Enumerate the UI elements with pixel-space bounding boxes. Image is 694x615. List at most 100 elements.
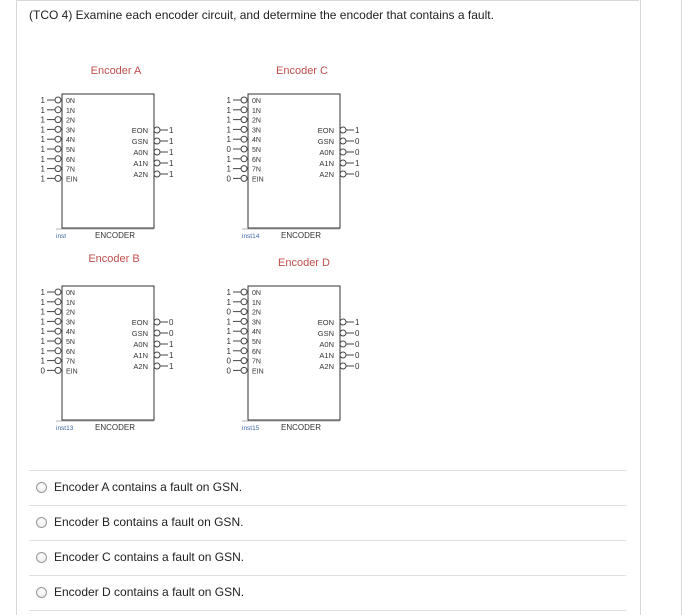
inversion-bubble <box>54 327 62 335</box>
inversion-bubble <box>240 96 248 104</box>
option-a[interactable]: Encoder A contains a fault on GSN. <box>29 470 626 505</box>
input-value: 1 <box>227 106 232 115</box>
inversion-bubble <box>54 357 62 365</box>
encoder-box <box>61 285 155 421</box>
inversion-bubble <box>240 317 248 325</box>
input-value: 1 <box>227 165 232 174</box>
input-value: 1 <box>227 116 232 125</box>
inversion-bubble <box>54 155 62 163</box>
input-value: 1 <box>41 96 46 105</box>
inversion-bubble <box>153 362 161 370</box>
radio-button[interactable] <box>36 482 47 493</box>
input-value: 1 <box>41 145 46 154</box>
option-d[interactable]: Encoder D contains a fault on GSN. <box>29 575 626 611</box>
radio-button[interactable] <box>36 517 47 528</box>
inversion-bubble <box>240 174 248 182</box>
output-pin-label: A0N <box>319 340 334 349</box>
input-value: 1 <box>227 135 232 144</box>
input-pin-label: 7N <box>66 167 75 174</box>
inversion-bubble <box>54 145 62 153</box>
input-pin-label: 7N <box>252 359 261 366</box>
output-pin-label: GSN <box>132 329 148 338</box>
input-pin-label: 3N <box>252 319 261 326</box>
radio-button[interactable] <box>36 552 47 563</box>
input-value: 1 <box>227 96 232 105</box>
input-pin-label: 3N <box>66 127 75 134</box>
input-value: 1 <box>41 106 46 115</box>
output-pin-label: A2N <box>133 362 148 371</box>
input-value: 0 <box>227 174 232 183</box>
input-value: 1 <box>227 337 232 346</box>
inversion-bubble <box>54 106 62 114</box>
instance-label: inst13 <box>56 425 74 432</box>
inversion-bubble <box>339 170 347 178</box>
radio-button[interactable] <box>36 587 47 598</box>
input-pin-label: 5N <box>252 147 261 154</box>
encoder-title: Encoder A <box>91 65 142 77</box>
inversion-bubble <box>240 125 248 133</box>
inversion-bubble <box>54 288 62 296</box>
input-pin-label: 2N <box>252 118 261 125</box>
inversion-bubble <box>54 337 62 345</box>
output-pin-label: A1N <box>133 159 148 168</box>
output-value: 0 <box>355 148 360 157</box>
inversion-bubble <box>54 165 62 173</box>
output-pin-label: A0N <box>133 148 148 157</box>
input-pin-label: 0N <box>66 290 75 297</box>
encoder-box <box>247 285 341 421</box>
option-label: Encoder C contains a fault on GSN. <box>54 550 245 564</box>
inversion-bubble <box>153 126 161 134</box>
inversion-bubble <box>240 327 248 335</box>
output-value: 0 <box>355 362 360 371</box>
inversion-bubble <box>240 155 248 163</box>
inversion-bubble <box>54 347 62 355</box>
input-pin-label: 3N <box>66 319 75 326</box>
inversion-bubble <box>240 298 248 306</box>
output-value: 1 <box>169 126 174 135</box>
input-value: 1 <box>227 317 232 326</box>
inversion-bubble <box>339 159 347 167</box>
input-value: 1 <box>41 327 46 336</box>
output-value: 1 <box>355 126 360 135</box>
input-pin-label: EIN <box>252 176 264 183</box>
output-value: 0 <box>355 329 360 338</box>
output-pin-label: EON <box>132 318 148 327</box>
input-value: 0 <box>227 308 232 317</box>
inversion-bubble <box>339 329 347 337</box>
input-pin-label: 5N <box>252 339 261 346</box>
output-pin-label: A0N <box>133 340 148 349</box>
input-value: 1 <box>227 155 232 164</box>
encoder-title: Encoder C <box>276 65 328 77</box>
inversion-bubble <box>54 317 62 325</box>
inversion-bubble <box>240 347 248 355</box>
encoder-title: Encoder B <box>88 253 139 265</box>
input-value: 1 <box>41 347 46 356</box>
input-value: 0 <box>227 357 232 366</box>
inversion-bubble <box>153 329 161 337</box>
output-value: 1 <box>355 159 360 168</box>
output-value: 1 <box>169 148 174 157</box>
inversion-bubble <box>240 288 248 296</box>
option-b[interactable]: Encoder B contains a fault on GSN. <box>29 505 626 540</box>
input-pin-label: EIN <box>252 368 264 375</box>
option-c[interactable]: Encoder C contains a fault on GSN. <box>29 540 626 575</box>
inversion-bubble <box>339 126 347 134</box>
input-pin-label: 2N <box>66 118 75 125</box>
inversion-bubble <box>240 366 248 374</box>
inversion-bubble <box>153 137 161 145</box>
input-pin-label: 7N <box>66 359 75 366</box>
instance-label: inst14 <box>242 233 260 240</box>
question-text: (TCO 4) Examine each encoder circuit, an… <box>29 8 494 22</box>
output-pin-label: A0N <box>319 148 334 157</box>
input-pin-label: 0N <box>66 98 75 105</box>
inversion-bubble <box>339 318 347 326</box>
output-value: 1 <box>169 159 174 168</box>
option-label: Encoder B contains a fault on GSN. <box>54 515 244 529</box>
input-pin-label: 1N <box>252 108 261 115</box>
input-pin-label: 1N <box>66 300 75 307</box>
input-pin-label: 2N <box>66 310 75 317</box>
output-pin-label: A2N <box>319 170 334 179</box>
inversion-bubble <box>339 137 347 145</box>
